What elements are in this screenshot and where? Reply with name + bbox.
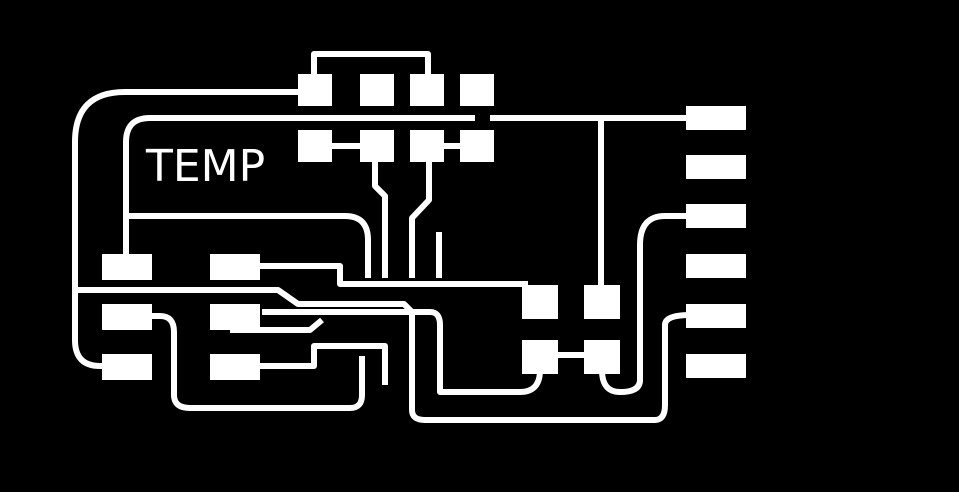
smd-pad: [210, 254, 260, 280]
smd-pad: [210, 304, 260, 330]
trace-ic-fanout-2: [409, 160, 432, 278]
trace-left-bus: [78, 287, 691, 423]
trace-mid-link: [126, 213, 371, 278]
trace-lower-loop: [152, 313, 365, 411]
ic-pad: [360, 74, 394, 106]
header-pin-pad: [686, 155, 746, 179]
header-pin-pad: [686, 204, 746, 228]
square-pad: [584, 340, 620, 374]
ic-top-row: [298, 74, 494, 106]
square-pad: [584, 285, 620, 319]
ic-pad: [298, 130, 332, 162]
header-pin-pad: [686, 304, 746, 328]
ic-pad: [460, 130, 494, 162]
header-pin-pad: [686, 254, 746, 278]
left-component-pads: [102, 254, 260, 380]
trace-inner-loop: [262, 309, 543, 395]
ic-pad: [410, 74, 444, 106]
trace-outer-left-loop: [72, 89, 300, 369]
square-pad: [522, 285, 558, 319]
trace-right-loop: [599, 213, 690, 395]
board-label: TEMP: [145, 141, 265, 192]
ic-pad: [460, 74, 494, 106]
trace-ic-fanout-1: [372, 160, 388, 278]
header-pin-pad: [686, 106, 746, 130]
smd-pad: [102, 254, 152, 280]
trace-bottom-step: [258, 343, 388, 385]
ic-pad: [410, 130, 444, 162]
trace-top-bridge: [311, 51, 431, 92]
smd-pad: [102, 304, 152, 330]
traces: [72, 51, 691, 423]
header-connector: [686, 106, 746, 378]
square-pad: [522, 340, 558, 374]
ic-pad: [298, 74, 332, 106]
smd-pad: [210, 354, 260, 380]
header-pin-pad: [686, 354, 746, 378]
smd-pad: [102, 354, 152, 380]
ic-bottom-row: [298, 130, 494, 162]
trace-pad-step: [258, 263, 528, 287]
ic-pad: [360, 130, 394, 162]
transistor-pads: [522, 285, 620, 374]
trace-top-bus-left: [123, 115, 475, 256]
